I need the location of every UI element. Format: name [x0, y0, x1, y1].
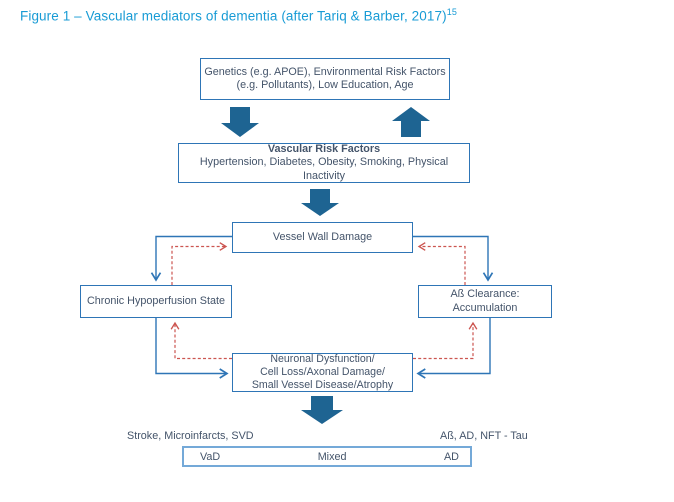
block-arrow-down-icon [301, 396, 343, 424]
connector-chronic-to-neuronal [155, 318, 229, 379]
node-heading: Vascular Risk Factors [267, 142, 381, 155]
node-abeta-clearance: Aß Clearance: Accumulation [418, 285, 552, 318]
node-chronic-hypoperfusion: Chronic Hypoperfusion State [80, 285, 232, 318]
dementia-spectrum-table: VaD Mixed AD [182, 446, 472, 467]
block-arrow-down-icon [301, 189, 339, 216]
feedback-neuronal-to-abeta [413, 321, 478, 360]
figure-title-reference-superscript: 15 [446, 7, 457, 17]
node-text-line: (e.g. Pollutants), Low Education, Age [236, 79, 414, 91]
outcome-label-alzheimer: Aß, AD, NFT - Tau [440, 430, 528, 442]
connector-abeta-to-neuronal [416, 318, 491, 379]
figure-title-text: Figure 1 – Vascular mediators of dementi… [20, 8, 447, 24]
connector-vessel-to-abeta [413, 235, 494, 282]
node-vessel-wall-damage: Vessel Wall Damage [232, 222, 413, 253]
node-vascular-risk-factors: Vascular Risk Factors Hypertension, Diab… [178, 143, 470, 183]
spectrum-cell-vad: VaD [200, 450, 221, 463]
outcome-label-vascular: Stroke, Microinfarcts, SVD [127, 430, 254, 442]
connector-vessel-to-chronic [150, 235, 232, 282]
node-text-line: Cell Loss/Axonal Damage/ [260, 366, 385, 379]
node-text-line: Genetics (e.g. APOE), Environmental Risk… [204, 65, 446, 78]
spectrum-cell-mixed: Mixed [317, 450, 347, 463]
node-text-line: Chronic Hypoperfusion State [86, 294, 226, 307]
spectrum-cell-ad: AD [443, 450, 459, 463]
node-neuronal-dysfunction: Neuronal Dysfunction/ Cell Loss/Axonal D… [232, 353, 413, 392]
node-genetics-risk-factors: Genetics (e.g. APOE), Environmental Risk… [200, 58, 450, 100]
feedback-abeta-to-vessel [417, 242, 466, 285]
node-text-line: Vessel Wall Damage [272, 230, 373, 243]
node-text-line: Accumulation [452, 301, 518, 314]
node-text-line: Small Vessel Disease/Atrophy [251, 378, 394, 391]
feedback-neuronal-to-chronic [170, 321, 232, 360]
block-arrow-down-icon [221, 107, 259, 137]
node-text-line: Hypertension, Diabetes, Obesity, Smoking… [199, 156, 449, 182]
node-text-line: Neuronal Dysfunction/ [270, 353, 375, 366]
figure-title: Figure 1 – Vascular mediators of dementi… [20, 7, 457, 24]
node-text-line: Aß Clearance: [450, 288, 520, 300]
block-arrow-up-icon [392, 107, 430, 137]
feedback-chronic-to-vessel [171, 242, 228, 285]
